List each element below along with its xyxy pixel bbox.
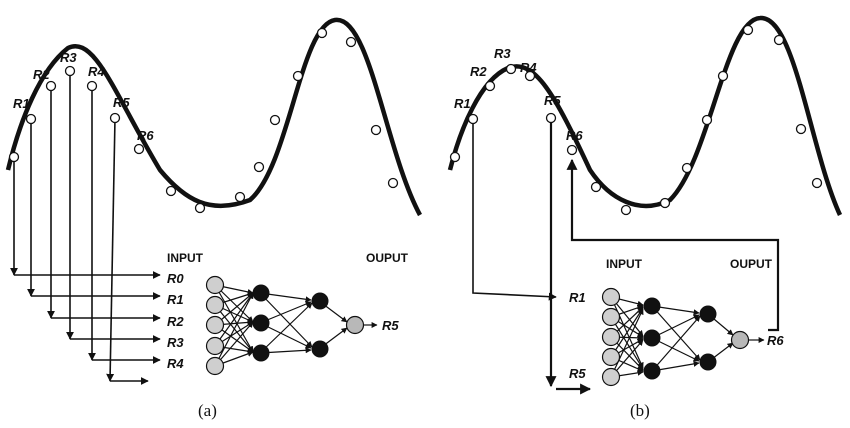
input-header: INPUT [606,257,643,271]
output-header: OUPUT [366,251,409,265]
input-label: R1 [569,290,586,305]
output-label: R5 [382,318,399,333]
input-label: R4 [167,356,184,371]
sample-points-b [449,24,823,216]
signal-curve-a [5,17,422,217]
input-label: R1 [167,292,184,307]
curve-label: R5 [544,93,561,108]
sample-points-a [8,27,399,214]
caption-a: (a) [198,401,217,420]
input-label: R2 [167,314,184,329]
curve-label: R1 [13,96,30,111]
curve-label: R6 [566,128,583,143]
curve-label: R2 [33,67,50,82]
curve-label: R3 [60,50,77,65]
panel-a: R1 R2 R3 R4 R5 R6 INPUT OUPUT R0 R1 R2 R… [5,17,422,420]
input-label: R3 [167,335,184,350]
curve-label: R2 [470,64,487,79]
curve-label: R6 [137,128,154,143]
curve-label: R5 [113,95,130,110]
input-header: INPUT [167,251,204,265]
neural-network-b [601,287,765,387]
output-header: OUPUT [730,257,773,271]
curve-label: R3 [494,46,511,61]
drop-lines-b [472,118,780,395]
neural-network-a [205,275,378,376]
curve-label: R4 [520,60,537,75]
curve-label: R1 [454,96,471,111]
caption-b: (b) [630,401,650,420]
drop-lines-a [10,71,161,385]
input-label: R5 [569,366,586,381]
input-label: R0 [167,271,184,286]
panel-b: R1 R2 R3 R4 R5 R6 INPUT OUPUT R1 R5 [447,15,843,420]
curve-label: R4 [88,64,105,79]
output-label: R6 [767,333,784,348]
